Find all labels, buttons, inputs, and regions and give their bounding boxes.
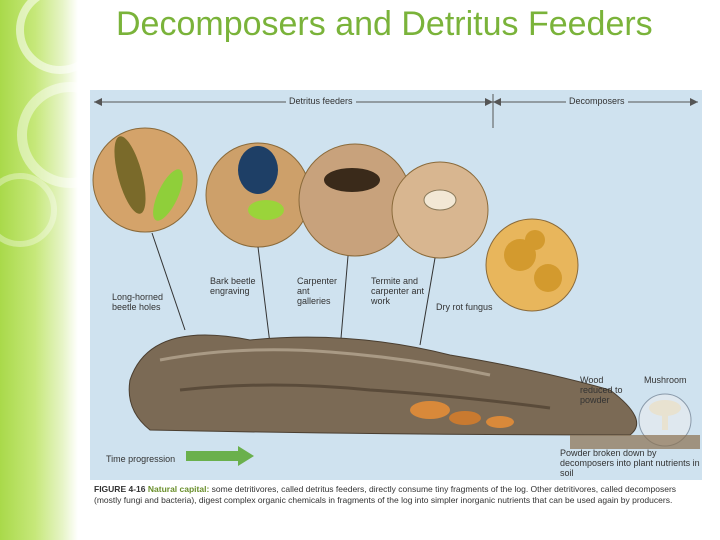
slide-title: Decomposers and Detritus Feeders: [116, 2, 696, 46]
decorative-circles: [0, 0, 78, 540]
label-long-horned-beetle-holes: Long-horned beetle holes: [112, 292, 174, 312]
label-time-progression: Time progression: [106, 454, 186, 464]
label-bark-beetle-engraving: Bark beetle engraving: [210, 276, 270, 296]
label-carpenter-ant-galleries: Carpenter ant galleries: [297, 276, 345, 306]
caption-heading: Natural capital:: [148, 484, 209, 494]
figure-illustration: Detritus feeders Decomposers Long-horned…: [90, 90, 702, 480]
label-mushroom: Mushroom: [644, 375, 700, 385]
decorative-side-band: [0, 0, 78, 540]
detritus-feeders-header: Detritus feeders: [286, 96, 356, 106]
label-powder-broken-down: Powder broken down by decomposers into p…: [560, 448, 700, 478]
label-dry-rot-fungus: Dry rot fungus: [436, 302, 506, 312]
decomposers-header: Decomposers: [566, 96, 628, 106]
figure-caption: FIGURE 4-16 Natural capital: some detrit…: [94, 484, 694, 505]
caption-figure-number: FIGURE 4-16: [94, 484, 146, 494]
label-termite-carpenter-work: Termite and carpenter ant work: [371, 276, 427, 306]
log-decomposition-figure: Detritus feeders Decomposers Long-horned…: [90, 90, 702, 538]
label-wood-powder: Wood reduced to powder: [580, 375, 626, 405]
